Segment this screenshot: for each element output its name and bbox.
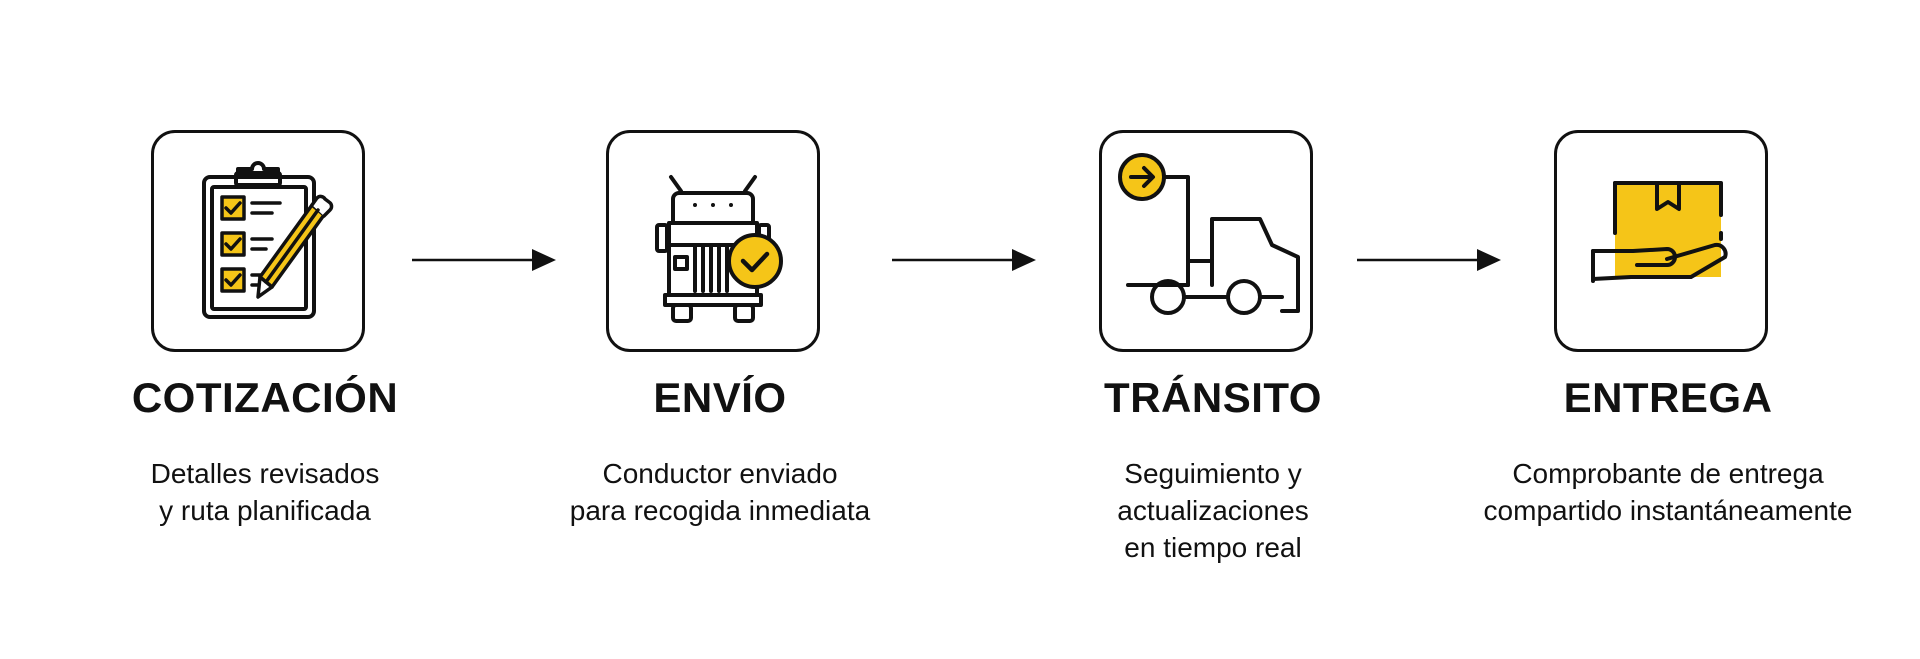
icon-box-entrega bbox=[1554, 130, 1768, 352]
arrow-right-icon bbox=[1357, 249, 1501, 271]
truck-check-icon bbox=[655, 175, 783, 323]
icon-box-envio bbox=[606, 130, 820, 352]
clipboard-checklist-icon bbox=[202, 161, 334, 319]
arrow-right-icon bbox=[412, 249, 556, 271]
step-description: Seguimiento y actualizaciones en tiempo … bbox=[1117, 458, 1309, 563]
step-title: ENTREGA bbox=[1563, 374, 1773, 421]
arrow-right-icon bbox=[892, 249, 1036, 271]
step-description: Comprobante de entrega compartido instan… bbox=[1483, 458, 1853, 526]
icon-box-transito bbox=[1099, 130, 1313, 352]
arrow-connector bbox=[1355, 246, 1505, 274]
step-title: TRÁNSITO bbox=[1104, 374, 1322, 421]
step-title: ENVÍO bbox=[653, 374, 787, 421]
forklift-arrow-icon bbox=[1118, 153, 1300, 315]
arrow-connector bbox=[890, 246, 1040, 274]
icon-box-cotizacion bbox=[151, 130, 365, 352]
hand-package-icon bbox=[1591, 181, 1728, 283]
step-description: Detalles revisados y ruta planificada bbox=[150, 458, 380, 526]
arrow-connector bbox=[410, 246, 560, 274]
step-title: COTIZACIÓN bbox=[131, 374, 399, 421]
step-description: Conductor enviado para recogida inmediat… bbox=[569, 458, 871, 526]
